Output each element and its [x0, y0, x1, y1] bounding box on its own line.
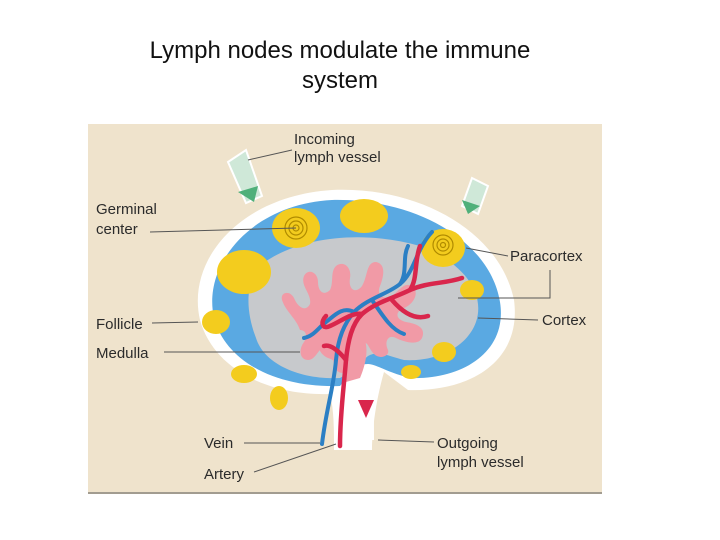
follicle [202, 310, 230, 334]
label-follicle: Follicle [96, 316, 143, 333]
label-vein: Vein [204, 435, 233, 452]
follicles [202, 199, 484, 410]
follicle [401, 365, 421, 379]
outgoing-lymph-arrow [358, 400, 374, 418]
medullary-cords [281, 262, 424, 373]
incoming-lymph-vessel-right [460, 176, 490, 216]
artery [320, 243, 465, 449]
follicle [460, 280, 484, 300]
follicle [340, 199, 388, 233]
label-incoming-line-2: lymph vessel [294, 149, 381, 166]
follicle [432, 342, 456, 362]
follicle [231, 365, 257, 383]
label-germinal-line-1: Germinal [96, 201, 157, 218]
slide-title: Lymph nodes modulate the immune system [60, 36, 620, 96]
germinal-center-2 [432, 234, 454, 256]
title-line-2: system [301, 67, 378, 94]
title-line-1: Lymph nodes modulate the immune [149, 37, 531, 64]
label-germinal-line-2: center [96, 221, 138, 238]
label-outgoing-line-2: lymph vessel [437, 454, 524, 471]
incoming-lymph-vessel-left [226, 148, 264, 205]
label-medulla: Medulla [96, 345, 149, 362]
label-cortex: Cortex [542, 312, 587, 329]
follicle [270, 386, 288, 410]
label-outgoing-line-1: Outgoing [437, 435, 498, 452]
follicle [217, 250, 271, 294]
label-artery: Artery [204, 466, 245, 483]
label-incoming-line-1: Incoming [294, 131, 355, 148]
label-paracortex: Paracortex [510, 248, 583, 265]
leader-lines [149, 149, 551, 473]
